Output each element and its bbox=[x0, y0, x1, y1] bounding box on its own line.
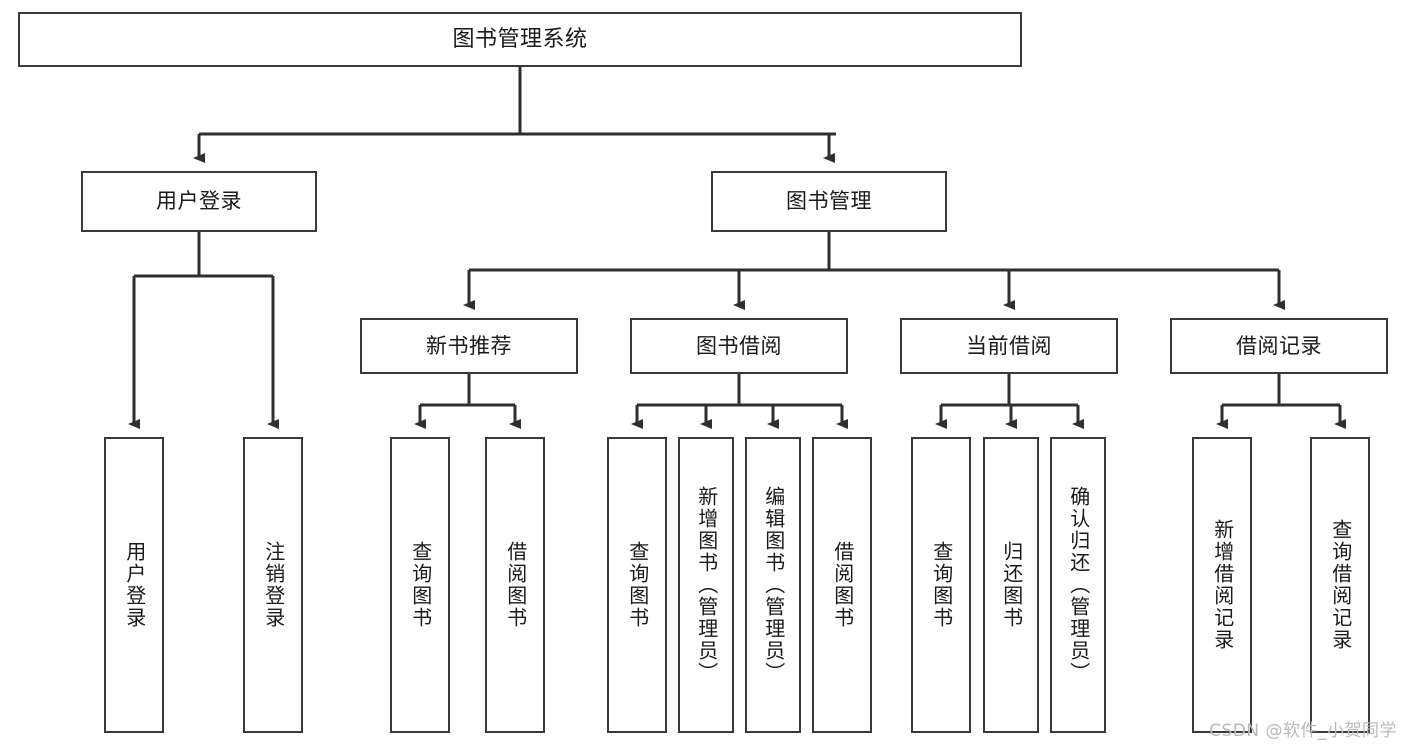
node-leaf-user-login[interactable]: 用户登录 bbox=[104, 437, 164, 733]
node-leaf-query-book-2-label: 查询图书 bbox=[625, 541, 650, 629]
node-current-borrow-label: 当前借阅 bbox=[966, 333, 1052, 358]
node-book-borrow-label: 图书借阅 bbox=[696, 333, 782, 358]
node-book-management[interactable]: 图书管理 bbox=[711, 171, 947, 232]
node-root-label: 图书管理系统 bbox=[452, 26, 588, 52]
node-borrow-record-label: 借阅记录 bbox=[1236, 333, 1322, 358]
node-leaf-query-borrow-record-label: 查询借阅记录 bbox=[1328, 519, 1353, 651]
node-user-login-label: 用户登录 bbox=[156, 189, 242, 214]
node-leaf-borrow-book-1-label: 借阅图书 bbox=[503, 541, 528, 629]
node-leaf-user-logout[interactable]: 注销登录 bbox=[243, 437, 303, 733]
node-leaf-query-book-1[interactable]: 查询图书 bbox=[390, 437, 450, 733]
node-leaf-edit-book-admin-label: 编辑图书（管理员） bbox=[761, 486, 786, 684]
node-new-book-recommend[interactable]: 新书推荐 bbox=[360, 318, 578, 374]
node-leaf-add-book-admin[interactable]: 新增图书（管理员） bbox=[678, 437, 734, 733]
watermark-text: CSDN @软件_小贺同学 bbox=[1209, 721, 1397, 741]
node-leaf-confirm-return-admin[interactable]: 确认归还（管理员） bbox=[1050, 437, 1106, 733]
node-leaf-confirm-return-admin-label: 确认归还（管理员） bbox=[1066, 486, 1091, 684]
node-leaf-edit-book-admin[interactable]: 编辑图书（管理员） bbox=[745, 437, 801, 733]
node-new-book-recommend-label: 新书推荐 bbox=[426, 333, 512, 358]
node-leaf-return-book[interactable]: 归还图书 bbox=[983, 437, 1039, 733]
node-leaf-query-book-2[interactable]: 查询图书 bbox=[607, 437, 667, 733]
node-book-management-label: 图书管理 bbox=[786, 189, 872, 214]
node-borrow-record[interactable]: 借阅记录 bbox=[1170, 318, 1388, 374]
node-leaf-borrow-book-1[interactable]: 借阅图书 bbox=[485, 437, 545, 733]
node-leaf-query-book-3-label: 查询图书 bbox=[929, 541, 954, 629]
node-leaf-return-book-label: 归还图书 bbox=[999, 541, 1024, 629]
node-leaf-add-borrow-record-label: 新增借阅记录 bbox=[1210, 519, 1235, 651]
node-leaf-add-book-admin-label: 新增图书（管理员） bbox=[694, 486, 719, 684]
node-book-borrow[interactable]: 图书借阅 bbox=[630, 318, 848, 374]
node-user-login[interactable]: 用户登录 bbox=[81, 171, 317, 232]
node-leaf-user-logout-label: 注销登录 bbox=[261, 541, 286, 629]
node-leaf-borrow-book-2[interactable]: 借阅图书 bbox=[812, 437, 872, 733]
node-leaf-query-borrow-record[interactable]: 查询借阅记录 bbox=[1310, 437, 1370, 733]
node-leaf-add-borrow-record[interactable]: 新增借阅记录 bbox=[1192, 437, 1252, 733]
node-leaf-query-book-3[interactable]: 查询图书 bbox=[911, 437, 971, 733]
node-leaf-user-login-label: 用户登录 bbox=[122, 541, 147, 629]
node-leaf-borrow-book-2-label: 借阅图书 bbox=[830, 541, 855, 629]
node-root[interactable]: 图书管理系统 bbox=[18, 12, 1022, 67]
node-leaf-query-book-1-label: 查询图书 bbox=[408, 541, 433, 629]
node-current-borrow[interactable]: 当前借阅 bbox=[900, 318, 1118, 374]
